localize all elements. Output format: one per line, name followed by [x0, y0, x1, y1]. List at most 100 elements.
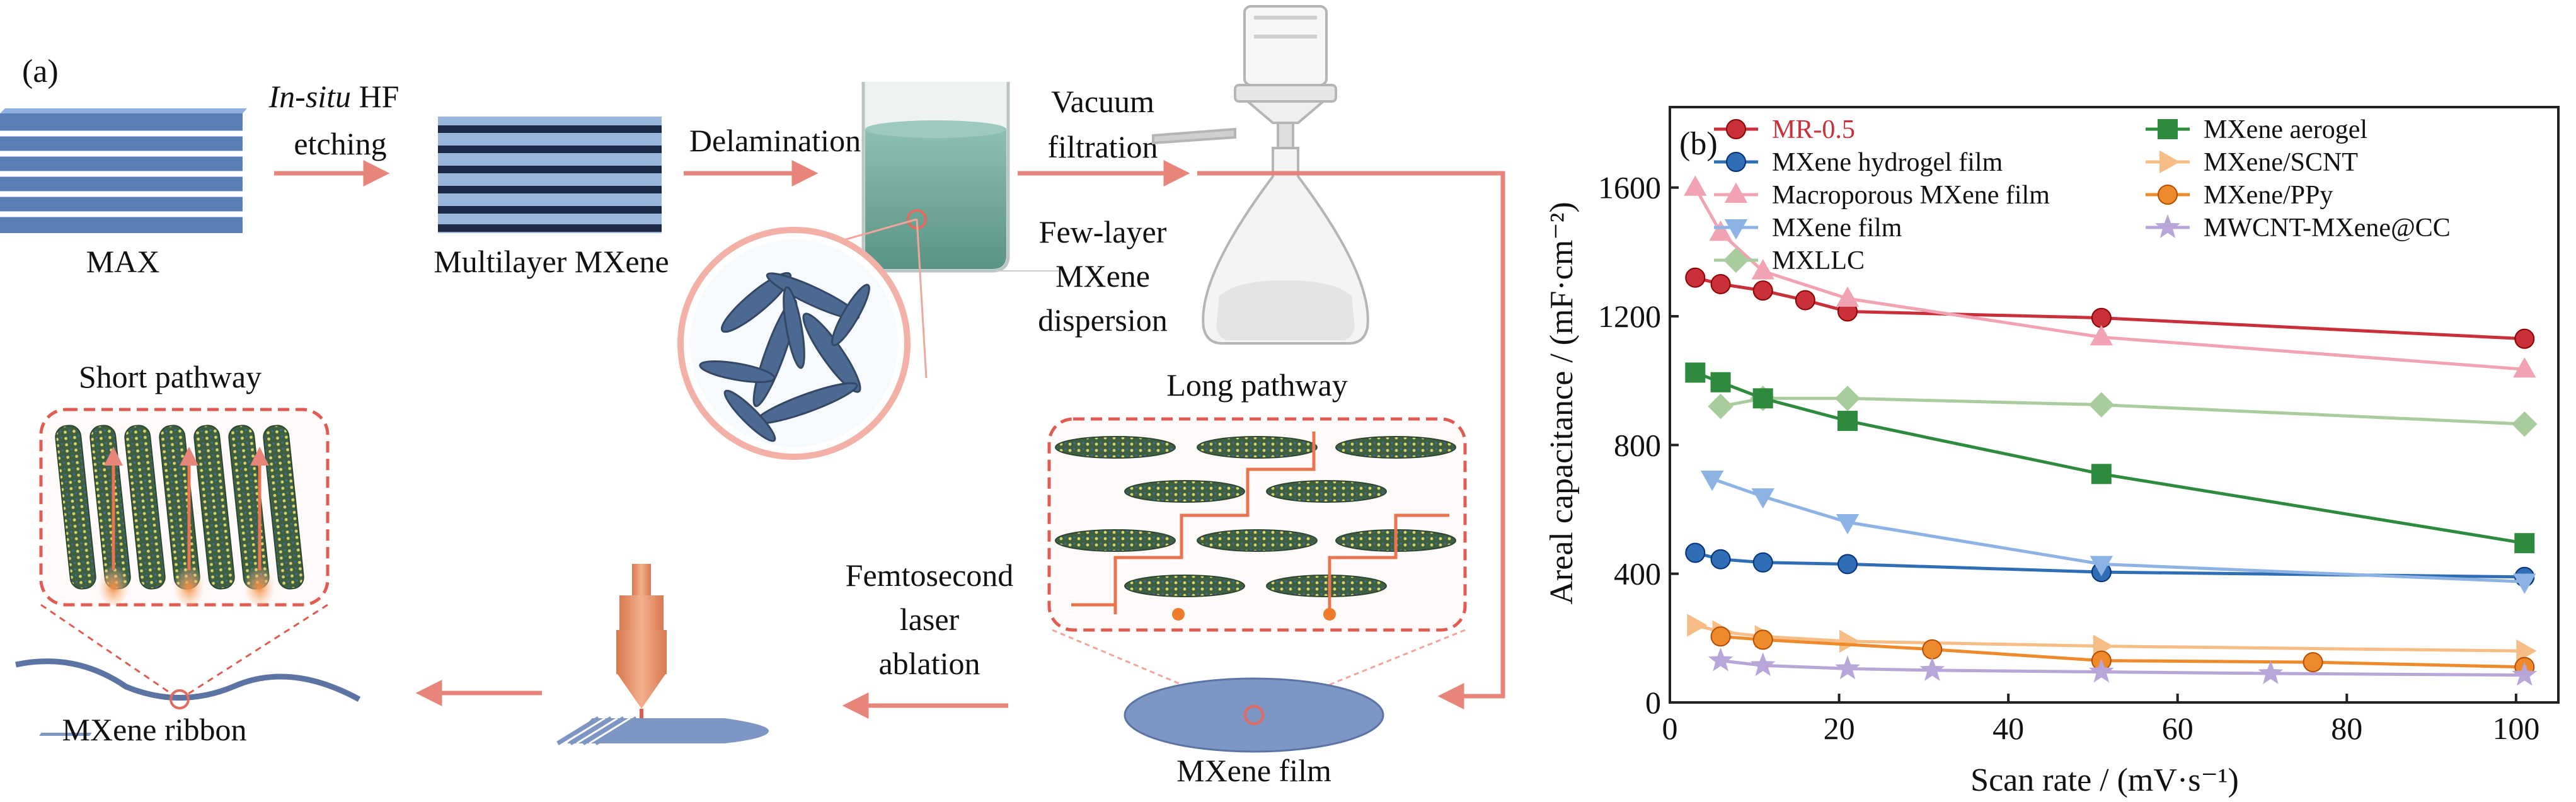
- data-point: [2512, 662, 2538, 686]
- femto-label-line1: Femtosecond: [846, 558, 1014, 593]
- legend-label: MWCNT-MXene@CC: [2204, 214, 2451, 243]
- data-point: [2513, 573, 2536, 594]
- x-tick-label: 80: [2331, 711, 2362, 746]
- x-tick-label: 60: [2162, 711, 2194, 746]
- data-point: [2090, 324, 2113, 346]
- multilayer-mxene-icon: [438, 117, 662, 233]
- legend-item: MXene hydrogel film: [1714, 148, 2003, 177]
- data-point: [1710, 372, 1731, 392]
- data-point: [2088, 392, 2115, 418]
- short-pathway-label: Short pathway: [79, 359, 262, 394]
- legend-label: Macroporous MXene film: [1772, 181, 2050, 210]
- laser-head-icon: [616, 564, 667, 731]
- mxene-film-icon: [1124, 677, 1384, 753]
- data-point: [1685, 267, 1706, 288]
- data-point: [2512, 411, 2538, 437]
- mxene-ribbon-icon: [15, 658, 361, 702]
- series-mxene-aerogel: [1685, 362, 2535, 554]
- legend-label: MXene/PPy: [2204, 181, 2333, 210]
- legend-item: MXene film: [1714, 214, 1902, 243]
- legend-marker: [1724, 182, 1748, 203]
- series-line: [1694, 186, 2525, 371]
- dispersion-label-line1: Few-layer: [1039, 214, 1167, 249]
- data-point: [2303, 652, 2323, 673]
- max-label: MAX: [86, 244, 160, 279]
- panel-b-chart: (b) Scan rate / (mV·s⁻¹) Areal capacitan…: [1544, 106, 2560, 798]
- data-point: [1708, 647, 1734, 672]
- arrow-to-film: [1197, 171, 1505, 709]
- legend-label: MXene film: [1772, 214, 1902, 243]
- long-pathway-flakes: [1055, 436, 1456, 597]
- y-tick-label: 800: [1614, 427, 1661, 462]
- data-point: [1710, 549, 1731, 570]
- legend-marker: [1726, 119, 1746, 139]
- legend-label: MXene/SCNT: [2204, 148, 2358, 177]
- y-axis-label: Areal capacitance / (mF·cm⁻²): [1544, 202, 1580, 604]
- legend-marker: [2159, 150, 2180, 174]
- data-point: [1836, 513, 1860, 535]
- data-point: [2090, 556, 2113, 576]
- legend-marker: [2158, 119, 2178, 139]
- data-point: [1685, 362, 1706, 383]
- data-point: [1919, 656, 1945, 681]
- data-point: [1837, 411, 1858, 432]
- film-zoom-spot: [1244, 705, 1264, 725]
- panel-a-label: (a): [22, 54, 59, 89]
- series-mxllc: [1708, 386, 2538, 437]
- dispersion-label-line3: dispersion: [1038, 302, 1168, 338]
- series-mr-0-5: [1685, 267, 2535, 349]
- vacuum-label-line1: Vacuum: [1051, 84, 1154, 119]
- dispersion-label-line2: MXene: [1055, 258, 1150, 294]
- etching-italic: In-situ: [268, 79, 352, 114]
- data-point: [2516, 639, 2537, 663]
- etching-label: In-situ HF: [268, 79, 400, 114]
- y-tick-label: 1200: [1598, 299, 1661, 334]
- series-macroporous-mxene-film: [1684, 175, 2536, 378]
- series-mxene-scnt: [1687, 614, 2537, 663]
- ablated-film-icon: [39, 716, 769, 745]
- ribbon-zoom-spot: [170, 689, 190, 709]
- legend-marker: [2158, 185, 2178, 205]
- legend-label: MXene hydrogel film: [1772, 148, 2003, 177]
- data-point: [2088, 658, 2114, 683]
- data-point: [1752, 552, 1773, 573]
- ion-dot-1: [1172, 608, 1185, 621]
- legend-item: MR-0.5: [1714, 115, 1855, 144]
- y-tick-label: 1600: [1598, 170, 1661, 205]
- legend-label: MR-0.5: [1772, 115, 1855, 144]
- panel-b-label: (b): [1679, 126, 1718, 162]
- dispersion-zoom-icon: [677, 218, 928, 460]
- legend-item: Macroporous MXene film: [1714, 181, 2050, 210]
- data-point: [1839, 629, 1860, 653]
- data-point: [2514, 328, 2535, 349]
- data-point: [1751, 259, 1774, 280]
- series-mxene-film: [1700, 470, 2536, 594]
- data-point: [1700, 470, 1724, 491]
- data-point: [2514, 533, 2535, 554]
- x-axis-label: Scan rate / (mV·s⁻¹): [1970, 762, 2239, 798]
- legend-item: MXene aerogel: [2146, 115, 2367, 144]
- etching-rest: HF: [351, 79, 399, 114]
- panel-a: (a) MAX In-situ HF etching: [0, 5, 1505, 788]
- plot-frame: [1669, 106, 2560, 704]
- legend-marker: [1724, 219, 1748, 240]
- series-mwcnt-mxene-cc: [1708, 647, 2538, 686]
- legend-item: MXene/PPy: [2146, 181, 2333, 210]
- legend-marker: [1723, 247, 1749, 273]
- data-point: [1837, 554, 1858, 575]
- data-point: [1795, 290, 1815, 311]
- data-point: [1685, 542, 1706, 563]
- data-point: [1752, 280, 1773, 301]
- filtration-flask-icon: [1152, 5, 1369, 345]
- long-pathway-route: [1071, 432, 1449, 614]
- data-point: [1752, 388, 1773, 409]
- data-point: [2091, 307, 2112, 328]
- data-point: [1709, 220, 1732, 241]
- etching-label-line2: etching: [294, 126, 386, 161]
- series-line: [1694, 276, 2525, 341]
- data-point: [1687, 614, 1708, 637]
- data-point: [1836, 286, 1860, 307]
- data-point: [1835, 655, 1860, 680]
- series-line: [1711, 477, 2525, 583]
